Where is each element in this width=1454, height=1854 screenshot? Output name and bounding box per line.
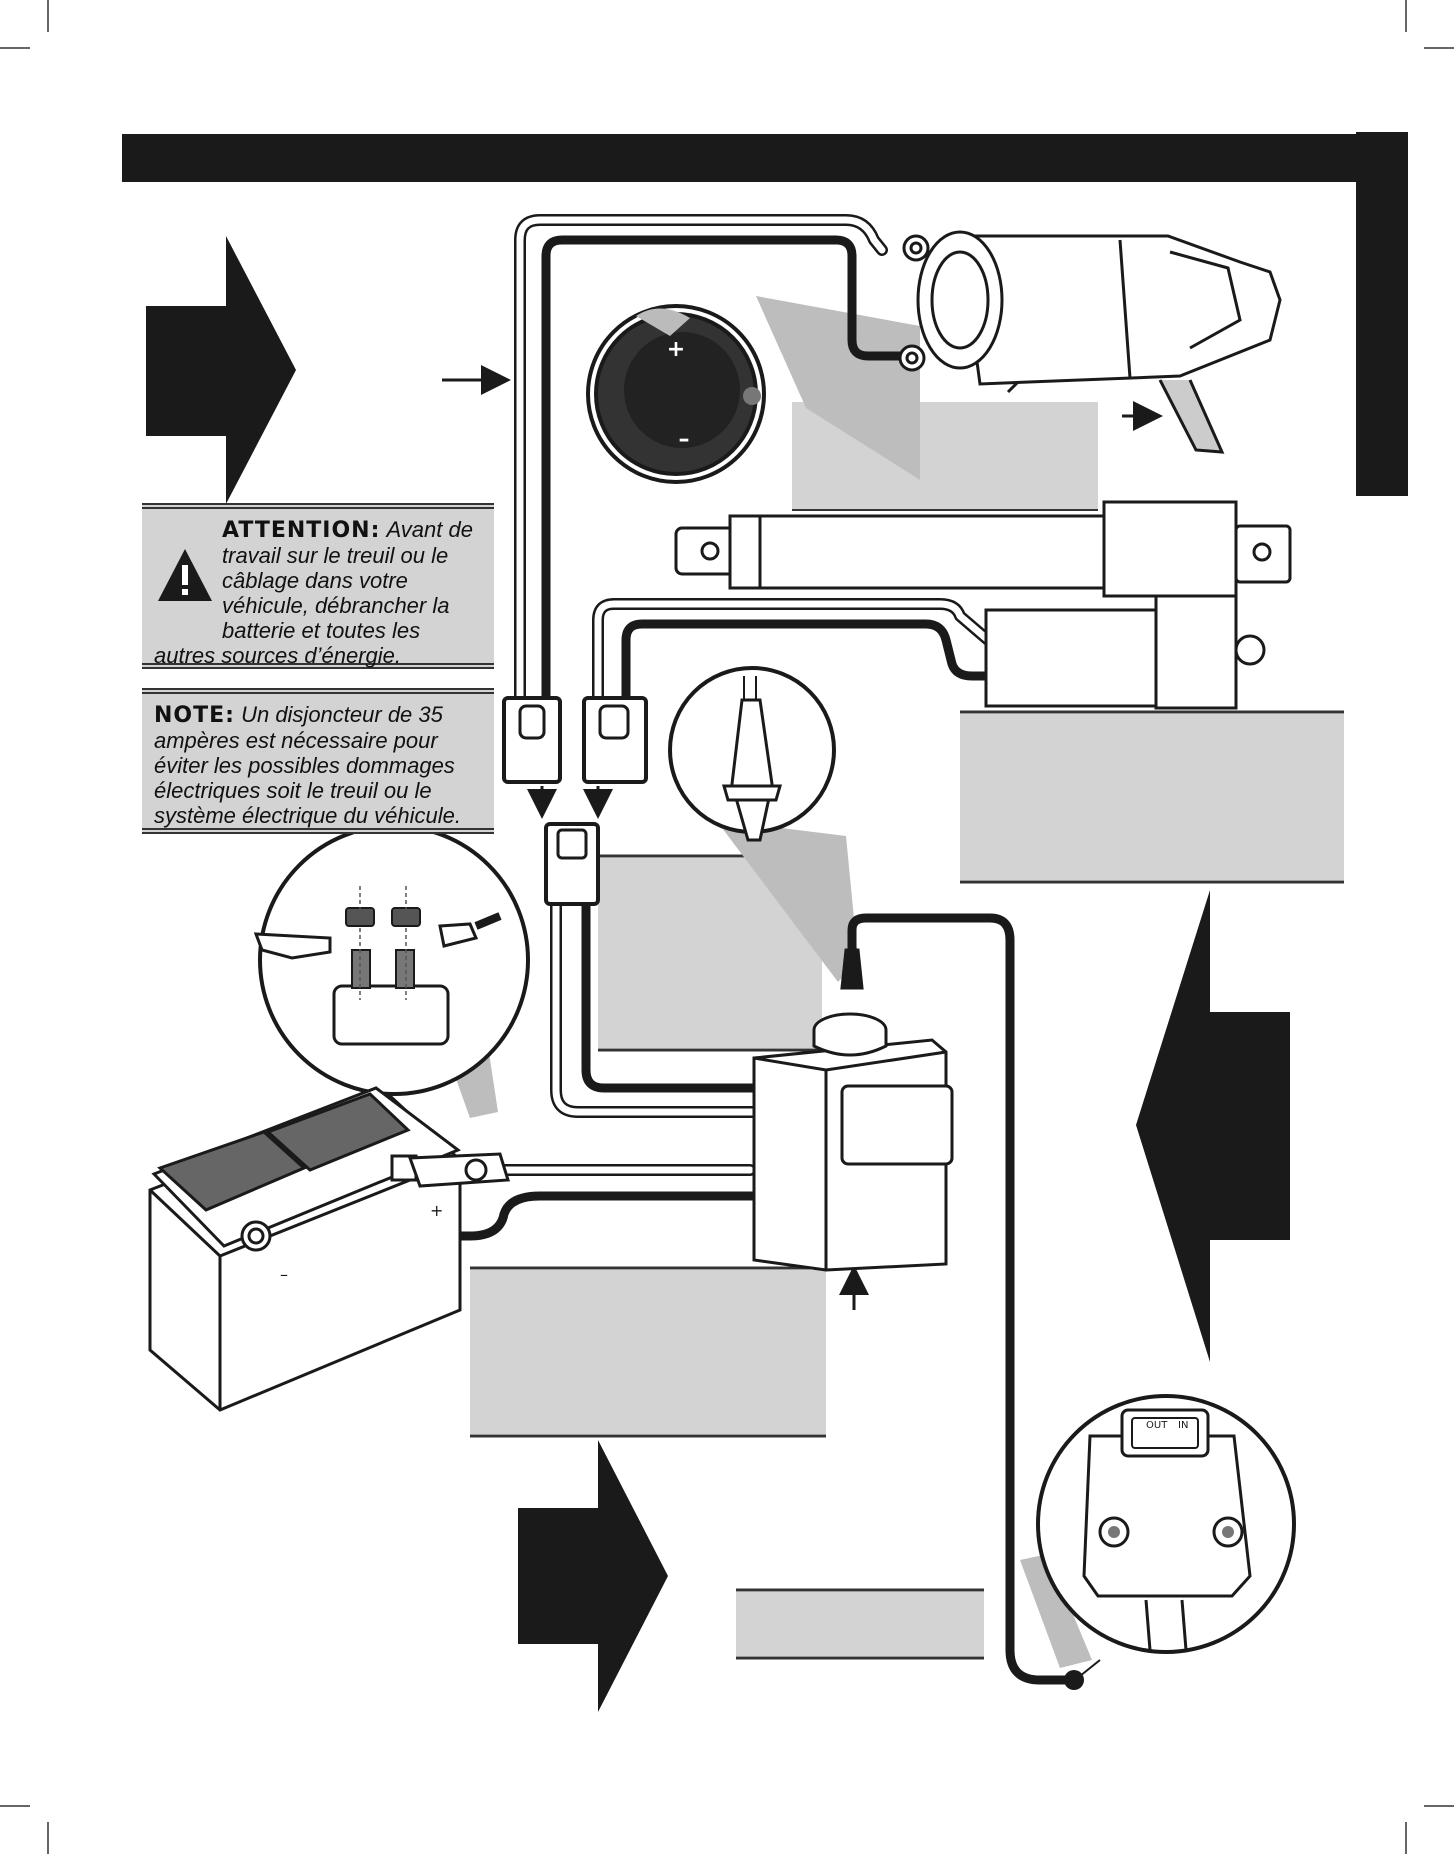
big-arrow-right-side: [1136, 890, 1290, 1362]
motor-minus-label: –: [679, 427, 690, 452]
battery-minus-label: –: [280, 1265, 288, 1284]
callout-panels: [470, 402, 1344, 1660]
big-arrow-top-left: [146, 236, 296, 504]
big-arrow-bottom: [518, 1440, 668, 1712]
battery-plus-label: +: [430, 1201, 443, 1220]
plug-connectors: [502, 696, 648, 906]
note-text: Un disjoncteur de 35 ampères est nécessa…: [154, 702, 461, 828]
remote-switch-closeup: OUT IN: [1036, 1394, 1296, 1690]
connector-closeup: [668, 666, 836, 842]
attention-label: ATTENTION:: [222, 518, 381, 543]
control-box: [752, 948, 954, 1272]
callout-panel-switch: [736, 1592, 984, 1656]
switch-in-label: IN: [1178, 1420, 1188, 1431]
battery: + –: [148, 1086, 510, 1412]
linear-actuator: [674, 500, 1292, 710]
wires: [255, 214, 1079, 1685]
attention-warning-box: ATTENTION: Avant de travail sur le treui…: [142, 503, 494, 669]
circuit-breaker-closeup: [253, 824, 530, 1096]
motor-plus-label: +: [667, 337, 685, 362]
note-label: NOTE:: [154, 703, 235, 728]
motor-closeup: + –: [586, 304, 766, 484]
right-tab: [1356, 132, 1408, 496]
winch-motor: [898, 230, 1282, 454]
note-box: NOTE: Un disjoncteur de 35 ampères est n…: [142, 688, 494, 834]
callout-panel-actuator: [960, 714, 1344, 880]
warning-triangle-icon: [158, 549, 212, 601]
header-bar: [122, 134, 1360, 182]
magnifier-cones: [440, 296, 1092, 1668]
switch-out-label: OUT: [1146, 1420, 1168, 1431]
callout-panel-battery: [470, 1270, 826, 1434]
attention-text: Avant de travail sur le treuil ou le câb…: [154, 517, 473, 668]
